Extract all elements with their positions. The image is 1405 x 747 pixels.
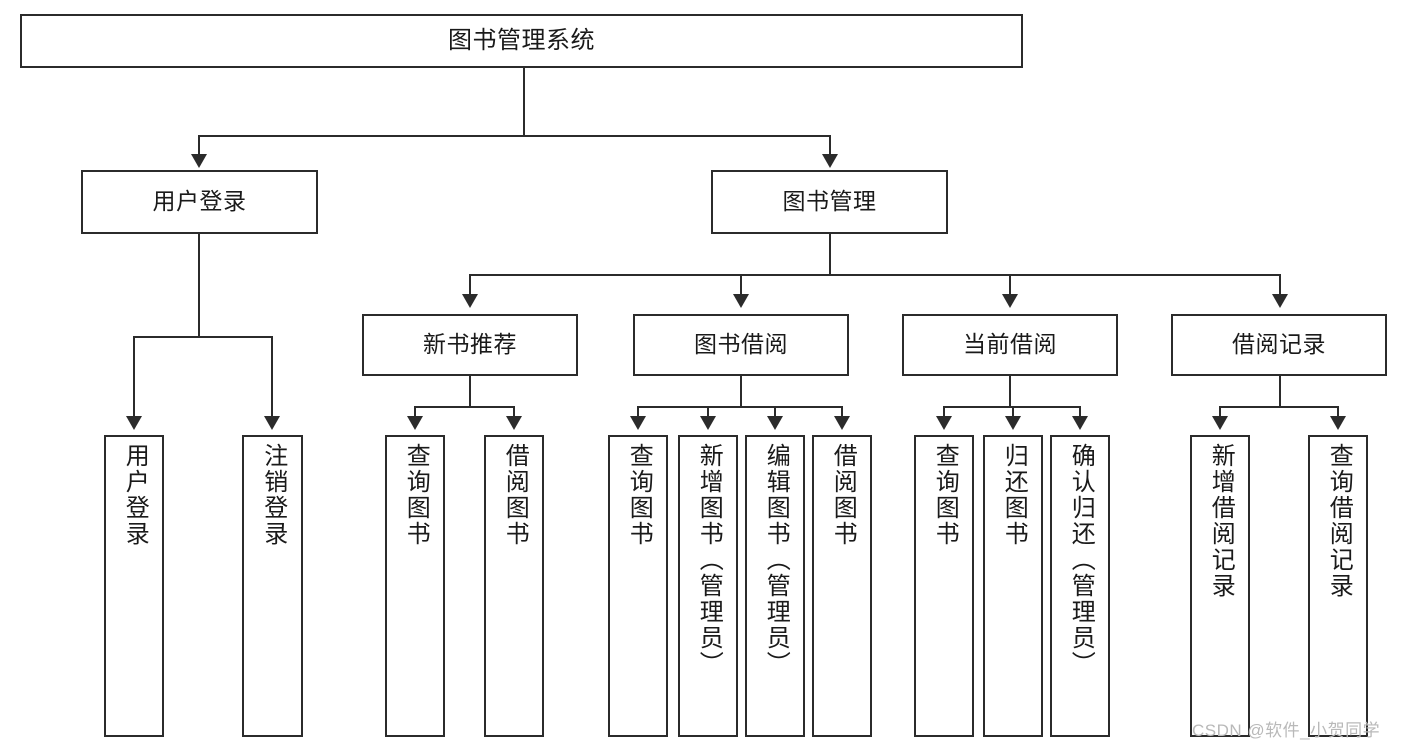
connector-cb-leaf-3	[1079, 406, 1081, 418]
arrowhead-bb-leaf-4	[834, 416, 850, 430]
arrowhead-cb-leaf-2	[1005, 416, 1021, 430]
connector-book-management-bus	[469, 274, 1281, 276]
node-book-management-system[interactable]: 图书管理系统	[20, 14, 1023, 68]
arrowhead-user-login-leaf-2	[264, 416, 280, 430]
arrowhead-new-book-leaf-1	[407, 416, 423, 430]
node-label: 借阅图书	[829, 443, 857, 547]
node-label: 编辑图书（管理员）	[762, 443, 790, 677]
arrowhead-bb-leaf-1	[630, 416, 646, 430]
connector-bm-to-book-borrowing	[740, 274, 742, 296]
connector-bm-to-borrow-records	[1279, 274, 1281, 296]
leaf-confirm-return-admin[interactable]: 确认归还（管理员）	[1050, 435, 1110, 737]
leaf-user-login[interactable]: 用户登录	[104, 435, 164, 737]
node-label: 查询借阅记录	[1325, 443, 1353, 599]
connector-book-management-trunk	[829, 234, 831, 274]
connector-bm-to-new-book	[469, 274, 471, 296]
connector-root-trunk	[523, 68, 525, 135]
connector-new-book-leaf-2	[513, 406, 515, 418]
connector-br-leaf-2	[1337, 406, 1339, 418]
leaf-query-books-borrowing[interactable]: 查询图书	[608, 435, 668, 737]
arrowhead-bm-new-book	[462, 294, 478, 308]
connector-new-book-trunk	[469, 376, 471, 406]
node-label: 当前借阅	[963, 331, 1057, 358]
connector-new-book-bus	[414, 406, 515, 408]
node-label: 查询图书	[625, 443, 653, 547]
arrowhead-bm-borrow-records	[1272, 294, 1288, 308]
connector-user-login-trunk	[198, 234, 200, 336]
node-label: 归还图书	[1000, 443, 1028, 547]
leaf-add-book-admin[interactable]: 新增图书（管理员）	[678, 435, 738, 737]
node-label: 借阅记录	[1232, 331, 1326, 358]
connector-user-login-bus	[133, 336, 272, 338]
connector-borrow-records-trunk	[1279, 376, 1281, 406]
node-label: 注销登录	[259, 443, 287, 547]
node-label: 图书借阅	[694, 331, 788, 358]
connector-bm-to-current-borrowing	[1009, 274, 1011, 296]
connector-root-to-book-management	[829, 135, 831, 156]
arrowhead-bm-book-borrowing	[733, 294, 749, 308]
node-borrow-records[interactable]: 借阅记录	[1171, 314, 1387, 376]
connector-bb-leaf-2	[707, 406, 709, 418]
connector-cb-leaf-1	[943, 406, 945, 418]
arrowhead-cb-leaf-1	[936, 416, 952, 430]
node-label: 新增借阅记录	[1207, 443, 1235, 599]
connector-br-leaf-1	[1219, 406, 1221, 418]
node-new-book-recommend[interactable]: 新书推荐	[362, 314, 578, 376]
connector-bb-leaf-4	[841, 406, 843, 418]
connector-current-borrowing-trunk	[1009, 376, 1011, 406]
node-book-borrowing[interactable]: 图书借阅	[633, 314, 849, 376]
leaf-logout[interactable]: 注销登录	[242, 435, 303, 737]
node-current-borrowing[interactable]: 当前借阅	[902, 314, 1118, 376]
connector-bb-leaf-3	[774, 406, 776, 418]
connector-book-borrowing-trunk	[740, 376, 742, 406]
connector-book-borrowing-bus	[637, 406, 842, 408]
node-book-management[interactable]: 图书管理	[711, 170, 948, 234]
leaf-borrow-books-new-book[interactable]: 借阅图书	[484, 435, 544, 737]
arrowhead-bb-leaf-3	[767, 416, 783, 430]
node-label: 图书管理系统	[448, 26, 595, 54]
node-label: 借阅图书	[501, 443, 529, 547]
node-label: 用户登录	[121, 443, 149, 547]
node-label: 确认归还（管理员）	[1067, 443, 1095, 677]
connector-cb-leaf-2	[1012, 406, 1014, 418]
node-label: 查询图书	[402, 443, 430, 547]
leaf-query-borrow-record[interactable]: 查询借阅记录	[1308, 435, 1368, 737]
connector-current-borrowing-bus	[943, 406, 1080, 408]
node-label: 用户登录	[152, 188, 247, 215]
arrowhead-root-to-user-login	[191, 154, 207, 168]
arrowhead-user-login-leaf-1	[126, 416, 142, 430]
arrowhead-bm-current-borrowing	[1002, 294, 1018, 308]
connector-root-to-user-login	[198, 135, 200, 156]
arrowhead-new-book-leaf-2	[506, 416, 522, 430]
node-label: 新书推荐	[423, 331, 517, 358]
node-label: 查询图书	[931, 443, 959, 547]
arrowhead-cb-leaf-3	[1072, 416, 1088, 430]
arrowhead-root-to-book-management	[822, 154, 838, 168]
leaf-borrow-books-borrowing[interactable]: 借阅图书	[812, 435, 872, 737]
leaf-edit-book-admin[interactable]: 编辑图书（管理员）	[745, 435, 805, 737]
connector-user-login-to-leaf-2	[271, 336, 273, 418]
arrowhead-br-leaf-1	[1212, 416, 1228, 430]
connector-borrow-records-bus	[1219, 406, 1339, 408]
node-label: 图书管理	[782, 188, 877, 215]
connector-user-login-to-leaf-1	[133, 336, 135, 418]
leaf-return-books[interactable]: 归还图书	[983, 435, 1043, 737]
csdn-watermark: CSDN @软件_小贺同学	[1192, 721, 1381, 740]
connector-root-bus	[198, 135, 831, 137]
node-user-login[interactable]: 用户登录	[81, 170, 318, 234]
node-label: 新增图书（管理员）	[695, 443, 723, 677]
leaf-query-books-new-book[interactable]: 查询图书	[385, 435, 445, 737]
arrowhead-br-leaf-2	[1330, 416, 1346, 430]
connector-new-book-leaf-1	[414, 406, 416, 418]
connector-bb-leaf-1	[637, 406, 639, 418]
arrowhead-bb-leaf-2	[700, 416, 716, 430]
leaf-query-books-current[interactable]: 查询图书	[914, 435, 974, 737]
leaf-add-borrow-record[interactable]: 新增借阅记录	[1190, 435, 1250, 737]
